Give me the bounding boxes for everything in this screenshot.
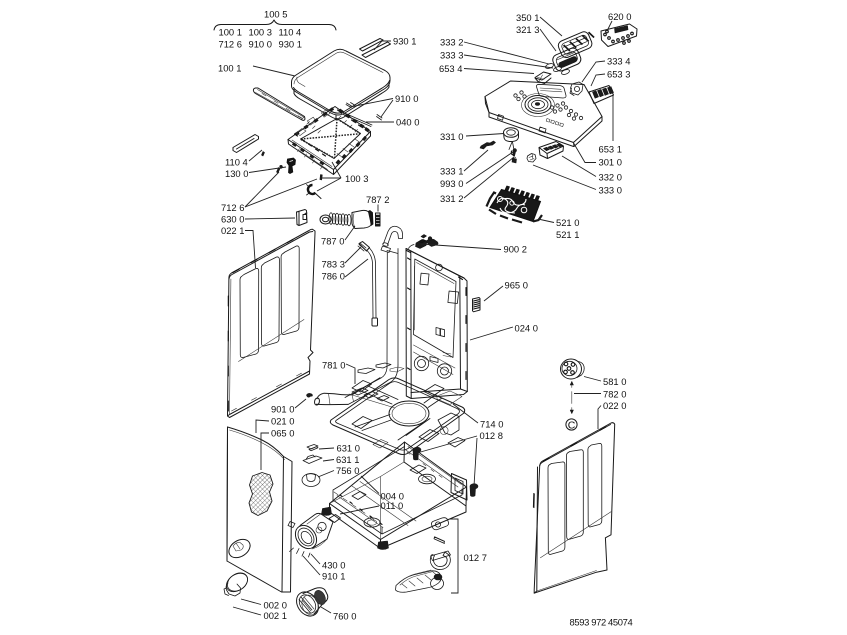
svg-text:781 0: 781 0	[322, 359, 345, 370]
svg-text:321 3: 321 3	[516, 24, 539, 35]
svg-text:965 0: 965 0	[505, 279, 528, 290]
svg-text:333 3: 333 3	[440, 49, 463, 60]
svg-text:910 0: 910 0	[249, 38, 272, 49]
svg-text:581 0: 581 0	[603, 376, 626, 387]
svg-text:930 1: 930 1	[393, 35, 416, 46]
svg-text:301 0: 301 0	[599, 156, 622, 167]
svg-text:653 4: 653 4	[439, 63, 462, 74]
svg-text:756 0: 756 0	[336, 465, 359, 476]
svg-text:100 3: 100 3	[249, 26, 272, 37]
svg-text:024 0: 024 0	[515, 322, 538, 333]
svg-text:022 0: 022 0	[603, 400, 626, 411]
svg-text:011 0: 011 0	[381, 500, 404, 511]
svg-text:350 1: 350 1	[516, 12, 539, 23]
svg-text:110 4: 110 4	[279, 26, 302, 37]
svg-text:100 1: 100 1	[218, 62, 241, 73]
svg-text:332 0: 332 0	[599, 171, 622, 182]
svg-text:065 0: 065 0	[271, 427, 294, 438]
svg-text:110 4: 110 4	[225, 156, 248, 167]
svg-text:930 1: 930 1	[279, 38, 302, 49]
svg-text:333 4: 333 4	[607, 55, 630, 66]
svg-text:714 0: 714 0	[480, 418, 503, 429]
svg-text:012 8: 012 8	[480, 430, 503, 441]
svg-text:910 1: 910 1	[322, 570, 345, 581]
svg-text:712 6: 712 6	[219, 38, 242, 49]
svg-text:712 6: 712 6	[221, 202, 244, 213]
svg-text:901 0: 901 0	[271, 403, 294, 414]
svg-text:782 0: 782 0	[603, 388, 626, 399]
svg-text:631 1: 631 1	[336, 454, 359, 465]
svg-text:787 0: 787 0	[321, 235, 344, 246]
svg-text:8593 972 45074: 8593 972 45074	[570, 617, 633, 628]
svg-text:653 1: 653 1	[599, 143, 622, 154]
svg-text:002 1: 002 1	[264, 610, 287, 621]
svg-text:100 5: 100 5	[264, 8, 287, 19]
svg-text:012 7: 012 7	[464, 552, 487, 563]
svg-text:040 0: 040 0	[396, 116, 419, 127]
svg-text:786 0: 786 0	[322, 270, 345, 281]
svg-text:630 0: 630 0	[221, 213, 244, 224]
svg-text:521 1: 521 1	[556, 229, 579, 240]
svg-text:100 3: 100 3	[345, 173, 368, 184]
svg-text:331 0: 331 0	[440, 131, 463, 142]
svg-text:331 2: 331 2	[440, 193, 463, 204]
svg-text:910 0: 910 0	[395, 93, 418, 104]
svg-text:333 0: 333 0	[599, 184, 622, 195]
svg-text:760 0: 760 0	[333, 610, 356, 621]
svg-text:430 0: 430 0	[322, 559, 345, 570]
svg-text:653 3: 653 3	[607, 68, 630, 79]
svg-text:783 3: 783 3	[322, 258, 345, 269]
svg-text:333 2: 333 2	[440, 36, 463, 47]
svg-text:787 2: 787 2	[366, 194, 389, 205]
svg-text:993 0: 993 0	[440, 178, 463, 189]
svg-text:021 0: 021 0	[271, 415, 294, 426]
svg-text:900 2: 900 2	[504, 243, 527, 254]
svg-text:022 1: 022 1	[221, 225, 244, 236]
svg-text:100 1: 100 1	[219, 26, 242, 37]
svg-text:333 1: 333 1	[440, 165, 463, 176]
svg-text:004 0: 004 0	[381, 490, 404, 501]
svg-text:620 0: 620 0	[608, 11, 631, 22]
svg-text:130 0: 130 0	[225, 168, 248, 179]
svg-text:631 0: 631 0	[337, 442, 360, 453]
svg-text:C: C	[568, 419, 576, 431]
svg-text:521 0: 521 0	[556, 217, 579, 228]
svg-text:002 0: 002 0	[264, 599, 287, 610]
